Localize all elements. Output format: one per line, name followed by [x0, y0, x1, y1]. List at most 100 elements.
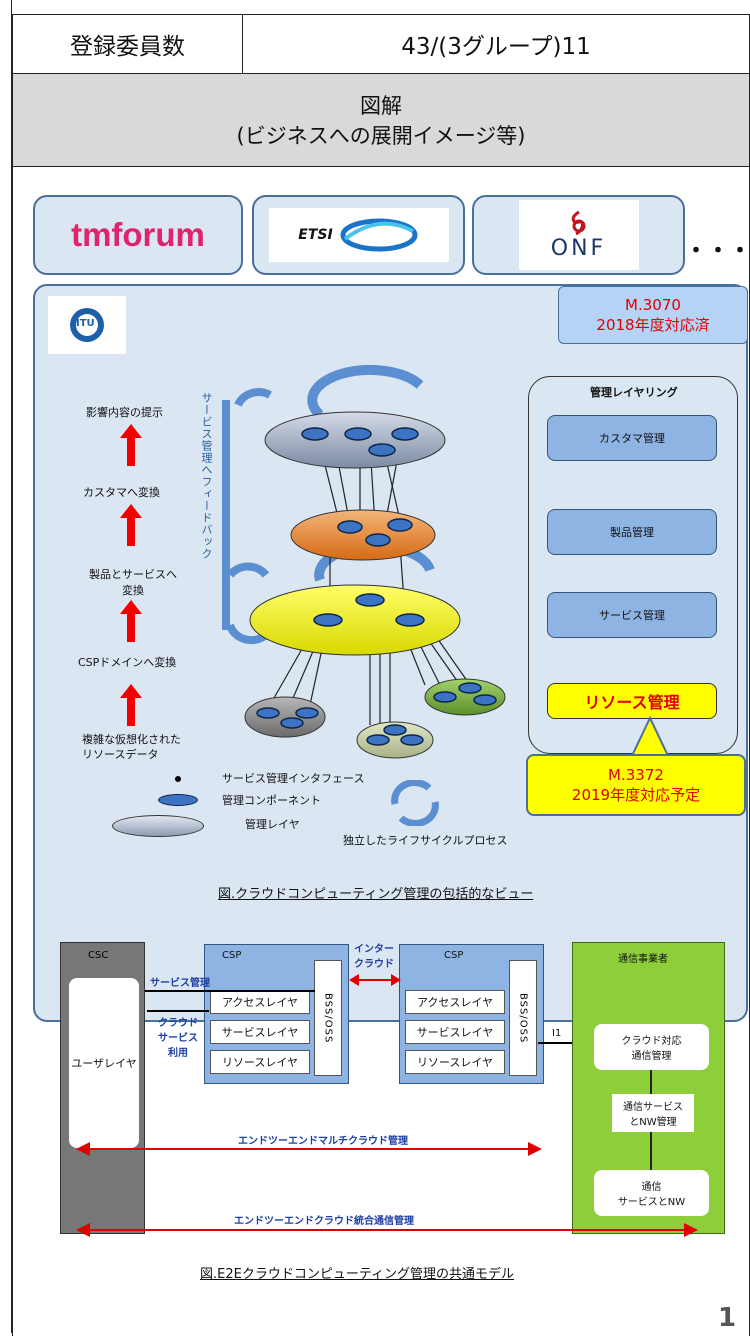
- m3372-callout-pointer: [628, 715, 672, 760]
- legend-lifecycle-label: 独立したライフサイクルプロセス: [343, 834, 508, 847]
- header-value: 43/(3グループ)11: [401, 34, 591, 60]
- figure2-caption: 図.E2Eクラウドコンピューティング管理の共通モデル: [200, 1267, 515, 1282]
- flow-step-csp-domain: CSPドメインへ変換: [78, 656, 177, 669]
- telco-service-nw-line1: 通信: [641, 1182, 662, 1193]
- layer-resource: リソース管理: [547, 683, 717, 719]
- management-topology-diagram: [226, 365, 506, 759]
- feedback-bar: [222, 400, 230, 630]
- flow-step-impact: 影響内容の提示: [86, 406, 163, 419]
- telco-service-nw-mgmt-line2: とNW管理: [629, 1117, 677, 1128]
- telco-service-nw-mgmt: 通信サービス とNW管理: [612, 1094, 694, 1132]
- red-up-arrow-icon: [120, 504, 142, 546]
- telco-cloud-mgmt: クラウド対応 通信管理: [594, 1024, 709, 1070]
- legend-component-shape: [158, 794, 198, 806]
- diagram-heading-title: 図解: [360, 94, 402, 118]
- legend-component-label: 管理コンポーネント: [222, 794, 321, 807]
- lifecycle-process-icon: [391, 780, 439, 826]
- service-mgmt-label: サービス管理: [150, 978, 210, 989]
- header-label: 登録委員数: [70, 34, 185, 60]
- m3372-status: 2019年度対応予定: [571, 785, 701, 804]
- csp2-bss-oss-label: BSS/OSS: [517, 992, 529, 1044]
- cloud-service-use-line3: 利用: [168, 1048, 188, 1059]
- telco-service-nw-line2: サービスとNW: [617, 1197, 686, 1208]
- csp1-resource-layer: リソースレイヤ: [210, 1050, 310, 1074]
- csp2-access-layer: アクセスレイヤ: [405, 990, 505, 1014]
- telco-label: 通信事業者: [618, 954, 668, 965]
- flow-step-product-service-line1: 製品とサービスへ: [89, 568, 177, 581]
- layer-service: サービス管理: [547, 592, 717, 638]
- inter-cloud-arrow: [349, 974, 401, 986]
- m3070-callout: M.3070 2018年度対応済: [558, 286, 748, 344]
- legend-layer-label: 管理レイヤ: [245, 818, 300, 831]
- telco-cloud-mgmt-line2: 通信管理: [631, 1051, 672, 1062]
- red-up-arrow-icon: [120, 600, 142, 642]
- figure1-caption: 図.クラウドコンピューティング管理の包括的なビュー: [218, 887, 534, 902]
- flow-step-resource-data-line2: リソースデータ: [82, 748, 159, 761]
- i1-label: I1: [552, 1028, 562, 1039]
- ellipsis: ・・・: [685, 239, 750, 264]
- etsi-logo-box: ETSI: [252, 195, 465, 275]
- flow-step-product-service: 製品とサービスへ 変換: [78, 566, 188, 598]
- feedback-label: サービス管理へフィードバック: [200, 392, 213, 560]
- itu-logo-box: ITU: [48, 296, 126, 354]
- page-number: 1: [718, 1303, 737, 1333]
- csc-label: CSC: [88, 950, 109, 961]
- user-layer: ユーザレイヤ: [69, 978, 139, 1148]
- inter-cloud-line2: クラウド: [354, 959, 394, 970]
- m3372-callout: M.3372 2019年度対応予定: [526, 754, 746, 816]
- inter-cloud-label: インター クラウド: [346, 940, 402, 970]
- etsi-swoosh-icon: [340, 218, 418, 252]
- m3070-standard: M.3070: [625, 295, 681, 314]
- telco-service-nw-mgmt-line1: 通信サービス: [623, 1102, 683, 1113]
- tmforum-logo: tmforum: [71, 216, 205, 253]
- legend-interface-label: サービス管理インタフェース: [222, 772, 365, 785]
- csp2-resource-layer: リソースレイヤ: [405, 1050, 505, 1074]
- flow-step-customer: カスタマへ変換: [83, 486, 160, 499]
- csp2-label: CSP: [444, 950, 464, 961]
- csp1-service-layer: サービスレイヤ: [210, 1020, 310, 1044]
- legend-interface-dot: [175, 776, 181, 782]
- layer-customer: カスタマ管理: [547, 415, 717, 461]
- management-layering-title: 管理レイヤリング: [590, 386, 678, 399]
- itu-logo-text: ITU: [76, 318, 95, 329]
- csp1-bss-oss-label: BSS/OSS: [322, 992, 334, 1044]
- onf-logo: ONF: [550, 235, 607, 261]
- left-column-border: [0, 0, 12, 1333]
- diagram-heading-subtitle: (ビジネスへの展開イメージ等): [236, 124, 526, 148]
- flow-step-product-service-line2: 変換: [122, 584, 144, 597]
- i1-line: [538, 1042, 574, 1044]
- diagram-heading-cell: 図解 (ビジネスへの展開イメージ等): [12, 73, 750, 167]
- integrated-mgmt-arrow: [76, 1223, 698, 1237]
- csp1-bss-oss: BSS/OSS: [314, 960, 342, 1076]
- multi-cloud-arrow: [76, 1142, 542, 1156]
- flow-step-resource-data: 複雑な仮想化された リソースデータ: [82, 732, 181, 762]
- layer-product: 製品管理: [547, 509, 717, 555]
- m3372-standard: M.3372: [608, 765, 664, 784]
- flow-step-resource-data-line1: 複雑な仮想化された: [82, 733, 181, 746]
- onf-emblem-icon: [571, 210, 585, 235]
- csp2-bss-oss: BSS/OSS: [509, 960, 537, 1076]
- inter-cloud-line1: インター: [354, 944, 394, 955]
- csp1-access-layer: アクセスレイヤ: [210, 990, 310, 1014]
- csp1-label: CSP: [222, 950, 242, 961]
- red-up-arrow-icon: [120, 424, 142, 466]
- cloud-service-use-line1: クラウド: [158, 1018, 198, 1029]
- etsi-logo: ETSI: [298, 227, 333, 243]
- tmforum-logo-box: tmforum: [33, 195, 243, 275]
- onf-logo-box: ONF: [472, 195, 685, 275]
- legend-layer-shape: [112, 815, 204, 837]
- telco-cloud-mgmt-line1: クラウド対応: [621, 1036, 682, 1047]
- multi-cloud-mgmt-label: エンドツーエンドマルチクラウド管理: [238, 1136, 408, 1147]
- service-mgmt-line: [145, 990, 315, 992]
- cloud-service-use-line2: サービス: [158, 1033, 198, 1044]
- integrated-mgmt-label: エンドツーエンドクラウド統合通信管理: [234, 1216, 414, 1227]
- cloud-service-use-label: クラウド サービス 利用: [150, 1014, 206, 1059]
- m3070-status: 2018年度対応済: [596, 315, 710, 334]
- header-label-cell: 登録委員数: [12, 14, 243, 74]
- header-value-cell: 43/(3グループ)11: [242, 14, 750, 74]
- red-up-arrow-icon: [120, 684, 142, 726]
- csp2-service-layer: サービスレイヤ: [405, 1020, 505, 1044]
- telco-service-nw: 通信 サービスとNW: [594, 1170, 709, 1216]
- cloud-use-line: [147, 1010, 209, 1012]
- itu-globe-icon: [70, 308, 104, 342]
